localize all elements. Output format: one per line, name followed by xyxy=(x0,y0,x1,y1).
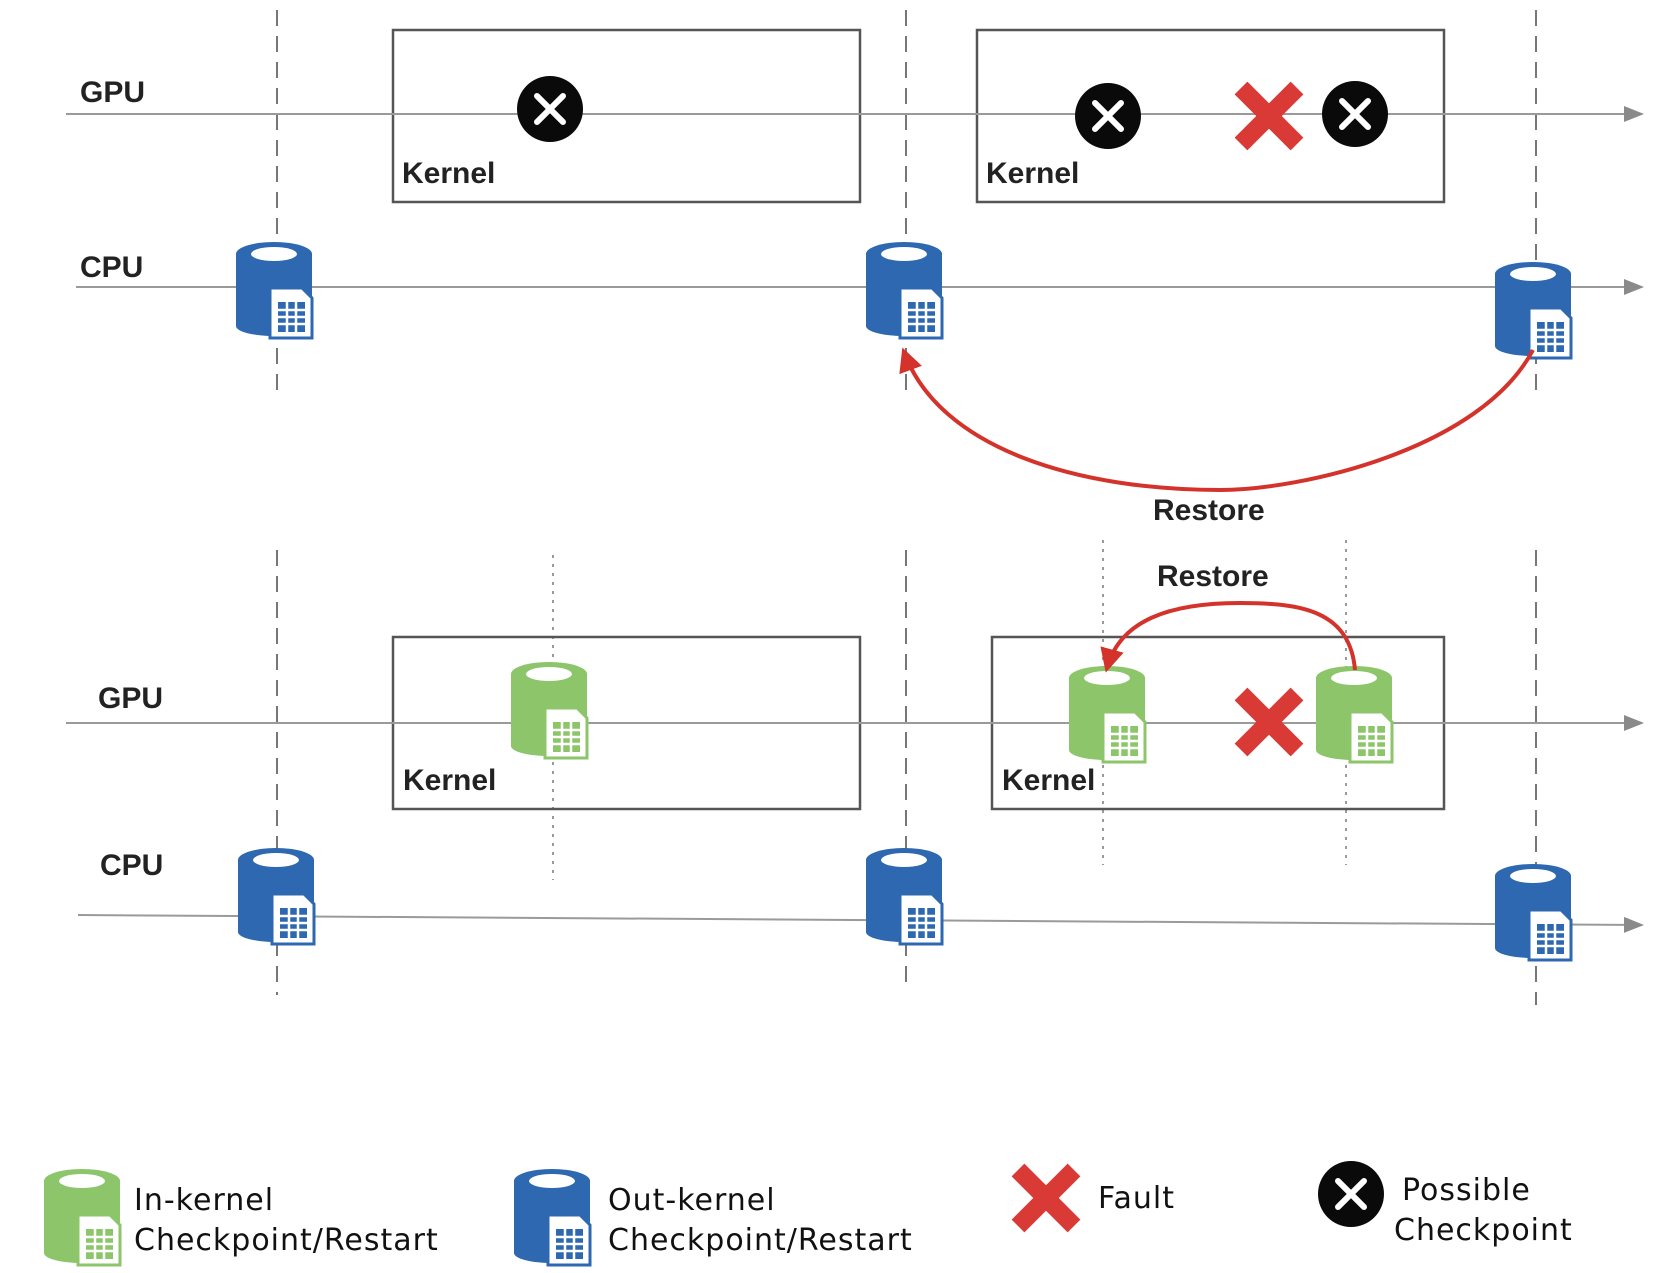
out-kernel-checkpoint-icon xyxy=(864,240,944,340)
bottom-cpu-label: CPU xyxy=(100,849,163,882)
legend-out-kernel-line1: Out-kernel xyxy=(608,1183,776,1218)
legend: In-kernel Checkpoint/Restart Out-kernel … xyxy=(42,1161,1573,1267)
bottom-kernel-2-label: Kernel xyxy=(1002,764,1095,797)
out-kernel-checkpoint-icon xyxy=(512,1167,592,1267)
possible-checkpoint-icon xyxy=(517,76,583,142)
legend-in-kernel: In-kernel Checkpoint/Restart xyxy=(42,1167,439,1267)
legend-possible-checkpoint: Possible Checkpoint xyxy=(1318,1161,1573,1248)
out-kernel-checkpoint-icon xyxy=(1493,862,1573,962)
bottom-panel: GPU CPU Kernel Kernel Restore xyxy=(66,540,1644,1005)
top-cpu-label: CPU xyxy=(80,251,143,284)
bottom-restore-label: Restore xyxy=(1157,560,1269,593)
possible-checkpoint-icon xyxy=(1322,81,1388,147)
legend-out-kernel: Out-kernel Checkpoint/Restart xyxy=(512,1167,913,1267)
legend-possible-line2: Checkpoint xyxy=(1394,1213,1573,1248)
top-kernel-2-label: Kernel xyxy=(986,157,1079,190)
legend-fault-label: Fault xyxy=(1098,1181,1175,1216)
bottom-kernel-1-label: Kernel xyxy=(403,764,496,797)
top-kernel-box-2 xyxy=(975,28,1446,204)
out-kernel-checkpoint-icon xyxy=(234,240,314,340)
top-kernel-box-1 xyxy=(391,28,862,204)
possible-checkpoint-icon xyxy=(1318,1161,1384,1227)
bottom-cpu-timeline xyxy=(77,914,1644,933)
out-kernel-checkpoint-icon xyxy=(864,846,944,946)
possible-checkpoint-icon xyxy=(1075,83,1141,149)
legend-out-kernel-line2: Checkpoint/Restart xyxy=(608,1223,913,1258)
legend-fault: Fault xyxy=(1018,1170,1175,1226)
out-kernel-checkpoint-icon xyxy=(1493,260,1573,360)
top-panel: GPU CPU Kernel Kernel Restore xyxy=(66,10,1644,527)
legend-in-kernel-line1: In-kernel xyxy=(134,1183,274,1218)
bottom-gpu-label: GPU xyxy=(98,682,163,715)
top-kernel-1-label: Kernel xyxy=(402,157,495,190)
legend-in-kernel-line2: Checkpoint/Restart xyxy=(134,1223,439,1258)
top-restore-label: Restore xyxy=(1153,494,1265,527)
in-kernel-checkpoint-icon xyxy=(509,660,589,760)
out-kernel-checkpoint-icon xyxy=(236,846,316,946)
legend-possible-line1: Possible xyxy=(1402,1173,1531,1208)
top-restore-arrow xyxy=(899,347,1535,493)
in-kernel-checkpoint-icon xyxy=(1067,664,1147,764)
bottom-restore-arrow xyxy=(1100,600,1357,673)
in-kernel-checkpoint-icon xyxy=(42,1167,122,1267)
top-gpu-label: GPU xyxy=(80,76,145,109)
in-kernel-checkpoint-icon xyxy=(1314,664,1394,764)
